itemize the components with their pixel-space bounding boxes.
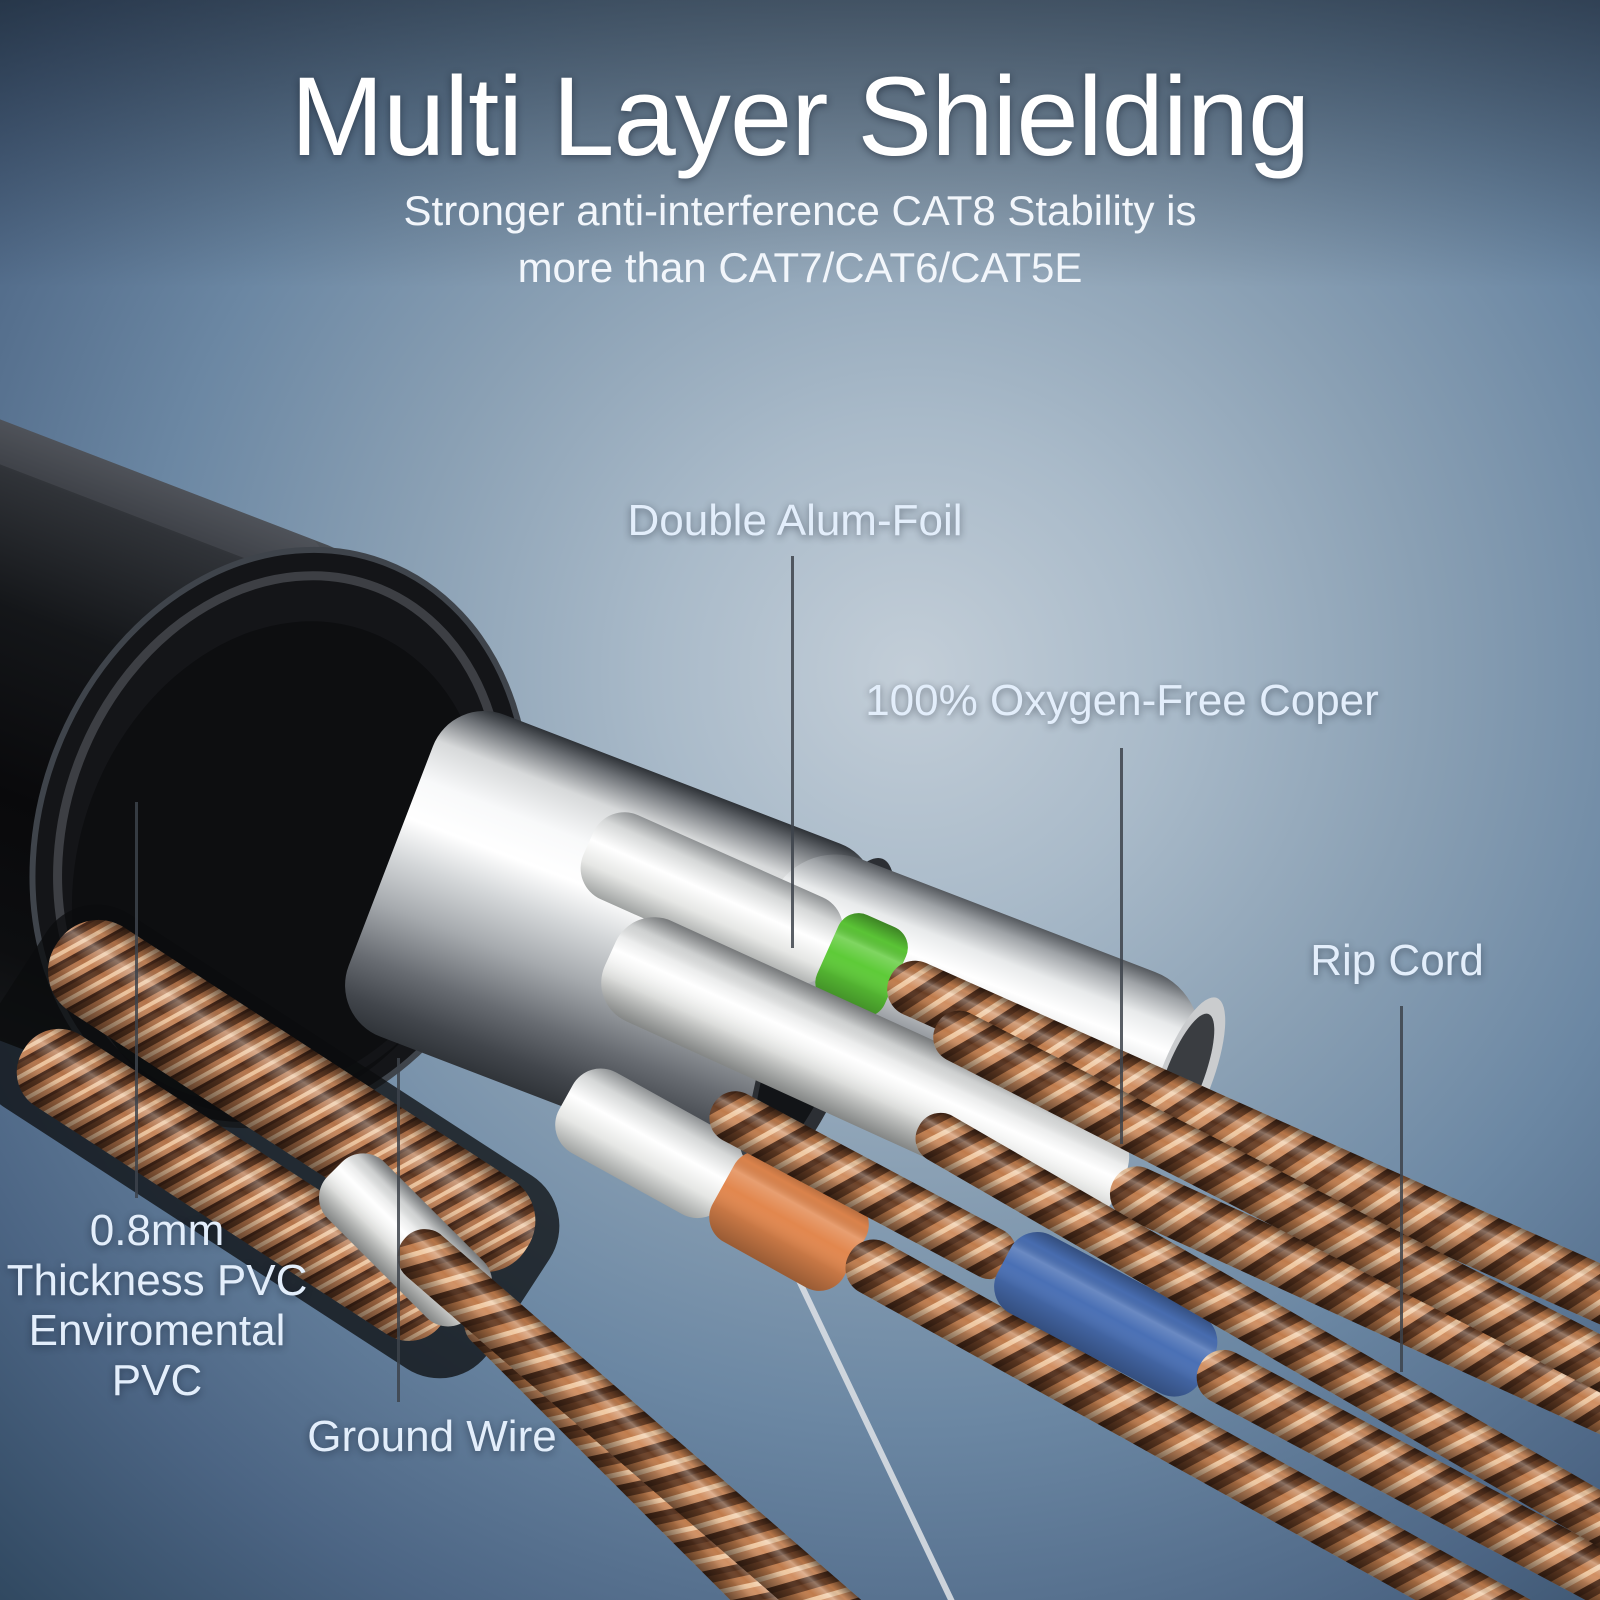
subtitle: Stronger anti-interference CAT8 Stabilit… (0, 182, 1600, 296)
callout-line-double-alum-foil (791, 556, 794, 948)
wire-bare-upper (933, 1010, 1600, 1449)
callout-line-pvc (135, 802, 138, 1198)
callout-line-ground-wire (397, 1058, 400, 1402)
label-pvc-line-4: PVC (111, 1356, 203, 1405)
label-pvc-thickness: 0.8mm Thickness PVC Enviromental PVC (7, 1206, 308, 1406)
label-pvc-line-1: 0.8mm (89, 1206, 225, 1255)
callout-line-oxygen-free-copper (1120, 748, 1123, 1144)
label-pvc-line-3: Enviromental (28, 1306, 286, 1355)
wire-sleeve (580, 812, 843, 985)
label-rip-cord: Rip Cord (1310, 936, 1484, 985)
jacket-highlight (0, 293, 323, 579)
label-oxygen-free-copper: 100% Oxygen-Free Coper (865, 676, 1379, 725)
page-title: Multi Layer Shielding (290, 54, 1311, 179)
callout-line-rip-cord (1400, 1006, 1403, 1372)
subtitle-line-2: more than CAT7/CAT6/CAT5E (517, 244, 1083, 291)
label-pvc-line-2: Thickness PVC (6, 1256, 308, 1305)
wire-bare-bottom (397, 1229, 1091, 1600)
subtitle-line-1: Stronger anti-interference CAT8 Stabilit… (403, 187, 1197, 234)
label-double-alum-foil: Double Alum-Foil (627, 496, 963, 545)
wire-sleeve (555, 1068, 743, 1219)
wire-green-pair (580, 812, 1600, 1394)
wire-blue-pair (709, 1091, 1600, 1600)
label-ground-wire: Ground Wire (307, 1412, 557, 1461)
wire-bare-mid (915, 1112, 1600, 1549)
